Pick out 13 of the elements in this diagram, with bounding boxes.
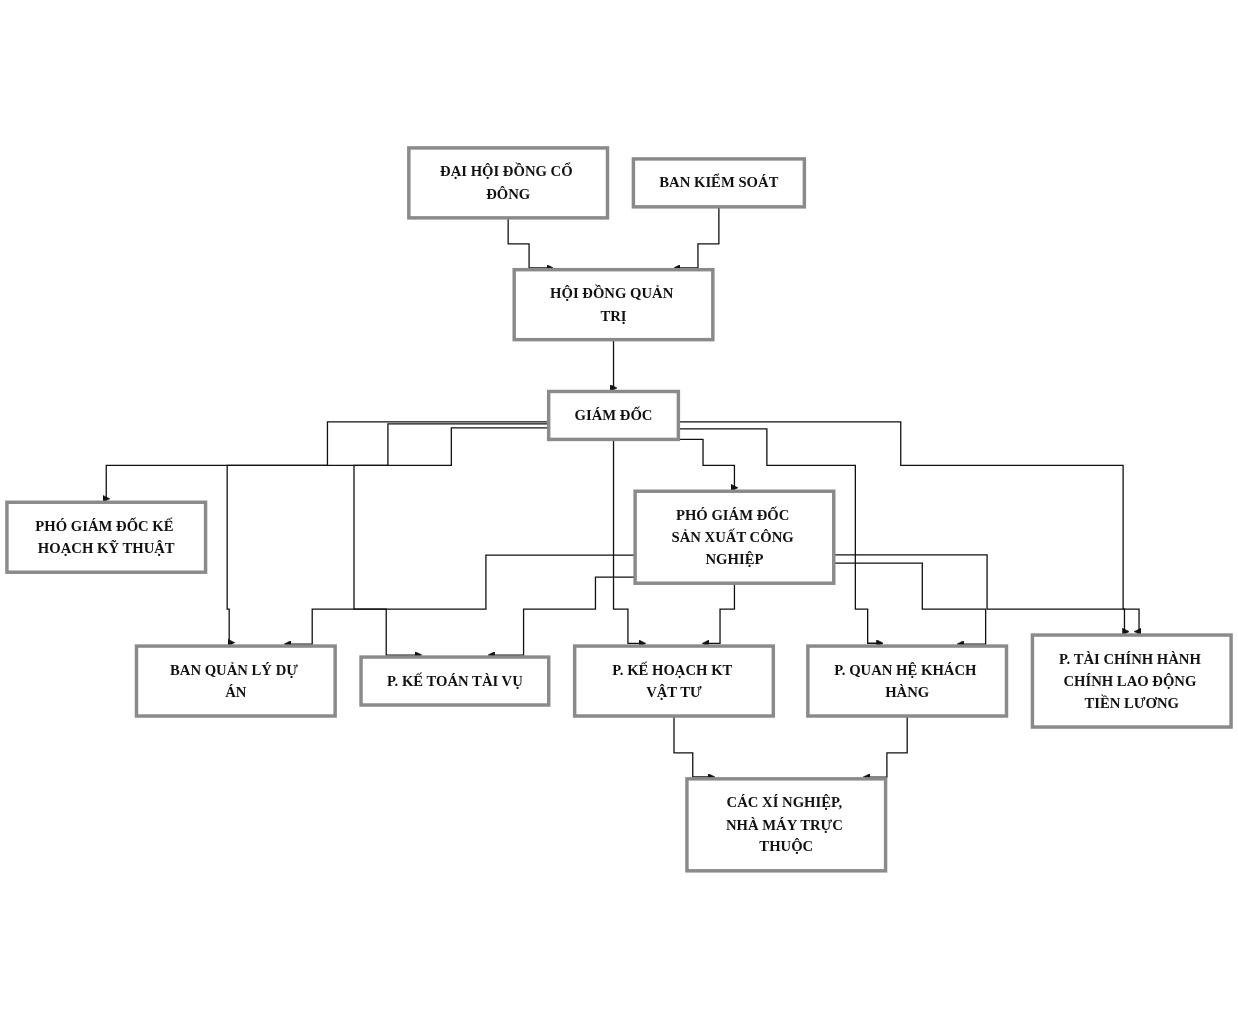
node-box: PHÓ GIÁM ĐỐC SẢN XUẤT CÔNG NGHIỆP: [633, 489, 836, 585]
node-box: CÁC XÍ NGHIỆP, NHÀ MÁY TRỰC THUỘC: [685, 776, 888, 873]
arrow: [862, 715, 908, 781]
node-box: P. QUAN HỆ KHÁCH HÀNG: [806, 643, 1009, 718]
node-box: HỘI ĐỒNG QUẢN TRỊ: [512, 267, 715, 341]
node-box: P. KẾ TOÁN TÀI VỤ: [359, 654, 551, 707]
node-box: BAN KIỂM SOÁT: [631, 156, 807, 209]
node-box: ĐẠI HỘI ĐỒNG CỔ ĐÔNG: [407, 145, 610, 220]
node-box: P. TÀI CHÍNH HÀNH CHÍNH LAO ĐỘNG TIỀN LƯƠNG: [1030, 632, 1233, 729]
node-box: P. KẾ HOẠCH KT VẬT TƯ: [572, 643, 776, 718]
node-box: PHÓ GIÁM ĐỐC KẾ HOẠCH KỸ THUẬT: [5, 500, 208, 574]
node-box: BAN QUẢN LÝ DỰ ÁN: [134, 643, 337, 718]
node-box: GIÁM ĐỐC: [546, 389, 681, 441]
